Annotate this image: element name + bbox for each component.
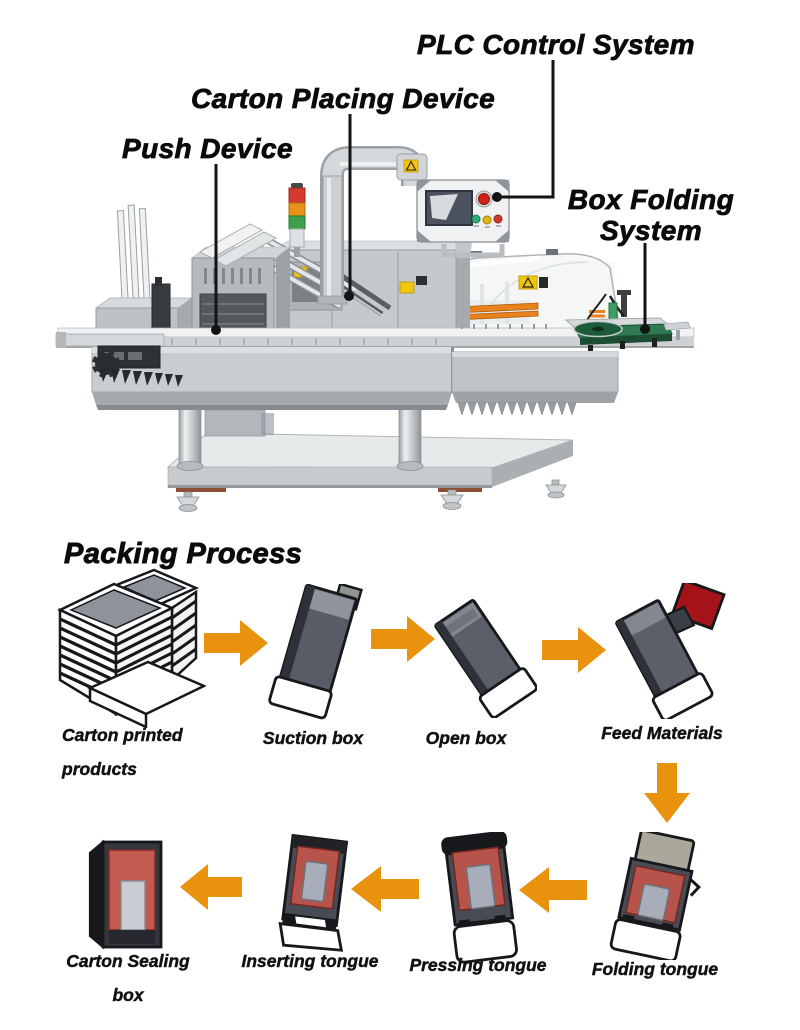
label-plc-control-system: PLC Control System	[417, 29, 695, 61]
folding-tongue-icon	[598, 832, 710, 960]
carton-magazine	[94, 204, 194, 347]
step-label-line: Open box	[425, 728, 507, 748]
left-outfeed	[55, 332, 183, 387]
step-label-line: Folding tongue	[591, 959, 719, 979]
emergency-stop-button-icon	[478, 193, 490, 205]
step-label-line: Carton printed	[62, 725, 183, 745]
red-button-icon	[493, 214, 503, 224]
carton-placing-leader-dot	[344, 291, 354, 301]
plc-leader-dot	[492, 192, 502, 202]
feed-materials-icon	[604, 583, 732, 719]
yellow-button-icon	[482, 215, 492, 225]
open-box-icon	[427, 592, 537, 718]
machine-legs	[176, 405, 424, 471]
warning-label-icon	[518, 275, 548, 290]
step-label-line: Pressing tongue	[409, 955, 547, 975]
step-label-open-box: Open box	[406, 721, 526, 755]
leader-lines	[211, 60, 650, 335]
step-label-line: box	[112, 985, 144, 1006]
signal-tower-icon	[288, 183, 306, 257]
box-folding-cover	[451, 249, 621, 331]
plc-control-panel	[416, 179, 510, 258]
carton-stack-icon	[56, 568, 206, 728]
overhead-arm	[317, 146, 428, 305]
step-label-pressing-tongue: Pressing tongue	[403, 948, 553, 982]
step-label-carton-printed-products: Carton printed products	[62, 718, 222, 786]
flow-arrow-left-icon	[519, 867, 587, 913]
leveling-foot-icon	[176, 491, 200, 512]
inserting-tongue-icon	[262, 832, 358, 958]
step-label-folding-tongue: Folding tongue	[580, 952, 730, 986]
step-label-line: products	[62, 759, 137, 780]
label-box-folding-line1: Box Folding	[567, 184, 735, 216]
step-label-line: Inserting tongue	[241, 951, 379, 971]
packing-process-heading: Packing Process	[64, 538, 303, 571]
flow-arrow-right-icon	[371, 616, 435, 662]
box-folding-leader-dot	[640, 324, 650, 334]
flow-arrow-right-icon	[204, 620, 268, 666]
flow-arrow-right-icon	[542, 627, 606, 673]
flow-arrow-down-icon	[644, 763, 690, 823]
carton-sealing-box-icon	[84, 837, 170, 957]
step-label-suction-box: Suction box	[253, 721, 373, 755]
flow-arrow-left-icon	[351, 866, 419, 912]
warning-label-icon	[403, 159, 419, 173]
machine-base	[166, 432, 574, 512]
label-box-folding-line2: System	[599, 215, 702, 247]
plc-leader-line	[501, 60, 555, 199]
push-device-leader-dot	[211, 325, 221, 335]
machine-front-panels	[91, 346, 619, 416]
spike-row	[457, 402, 577, 416]
step-label-inserting-tongue: Inserting tongue	[235, 944, 385, 978]
pressing-tongue-icon	[428, 832, 528, 966]
step-label-carton-sealing-box: Carton Sealing box	[53, 944, 203, 1012]
label-push-device: Push Device	[122, 133, 293, 165]
step-label-feed-materials: Feed Materials	[592, 716, 732, 750]
leveling-foot-icon	[440, 489, 464, 510]
step-label-line: Feed Materials	[601, 723, 723, 743]
step-label-line: Carton Sealing	[66, 951, 190, 971]
label-carton-placing-device: Carton Placing Device	[191, 83, 496, 115]
green-button-icon	[471, 214, 481, 224]
leveling-foot-icon	[545, 479, 567, 499]
sawtooth-strip	[100, 368, 183, 387]
step-label-line: Suction box	[262, 728, 364, 748]
suction-box-icon	[262, 584, 370, 726]
label-box-folding-system: Box Folding System	[556, 184, 746, 247]
flow-arrow-left-icon	[180, 864, 242, 910]
cartoning-machine-illustration	[55, 60, 695, 512]
